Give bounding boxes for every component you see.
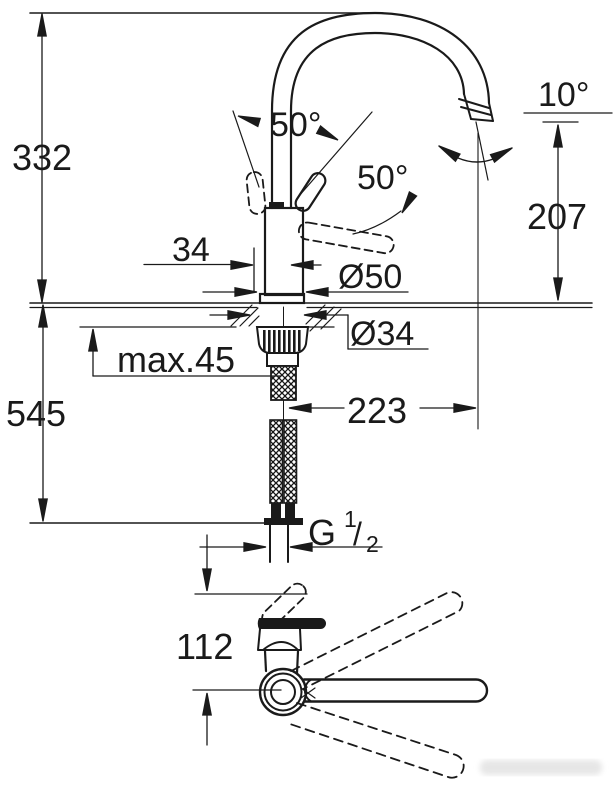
dim-dia34 — [209, 310, 429, 350]
label-332: 332 — [12, 137, 72, 178]
label-50-left: 50° — [270, 106, 321, 144]
flexible-hoses — [264, 419, 303, 563]
watermark — [480, 760, 602, 775]
label-207: 207 — [527, 196, 587, 237]
deck-hatching — [230, 304, 342, 332]
spout-outlet — [458, 93, 494, 122]
label-34: 34 — [172, 231, 210, 269]
dim-545 — [38, 304, 48, 522]
dim-dia50 — [202, 287, 409, 297]
spout-dashed-up — [290, 591, 464, 690]
label-max45: max.45 — [117, 339, 235, 380]
spout-dashed-down — [289, 702, 465, 779]
dim-223 — [288, 403, 477, 413]
label-545: 545 — [6, 393, 66, 434]
dim-angle-10 — [436, 141, 515, 163]
label-50-right: 50° — [357, 159, 408, 197]
base-flange — [258, 292, 306, 305]
body-outer-circle — [258, 667, 308, 717]
lever-raised-dashed — [261, 582, 307, 628]
label-dia34: Ø34 — [350, 315, 414, 353]
front-view — [29, 11, 613, 746]
top-view — [257, 582, 489, 779]
mounting-hardware — [255, 326, 310, 563]
top-view-body — [257, 582, 326, 717]
mounting-nut-ribs — [263, 330, 301, 352]
spout-solid — [302, 678, 489, 703]
spout — [270, 11, 494, 210]
body-inner-circle — [270, 679, 296, 705]
labels: 332 545 max.45 34 Ø50 Ø34 223 207 112 50… — [6, 76, 589, 667]
label-g12: G 1 / 2 — [308, 506, 379, 557]
lever-base-tab — [269, 202, 284, 209]
label-223: 223 — [347, 390, 407, 431]
dim-angle-50-left — [232, 110, 373, 197]
body-mid-circle — [263, 672, 303, 712]
top-view-spout — [289, 591, 489, 779]
deck-countertop — [29, 302, 593, 332]
dim-34 — [143, 247, 322, 292]
label-10deg: 10° — [538, 76, 589, 114]
dim-max45 — [88, 328, 282, 377]
lever-handle-dashed-down — [297, 221, 395, 255]
dim-angle-50-right — [352, 191, 418, 235]
dim-332 — [37, 13, 47, 303]
threaded-shank — [270, 365, 297, 401]
reference-lines — [29, 12, 593, 524]
shank-collar — [266, 352, 299, 367]
lever-top-bar — [257, 618, 326, 629]
spout-tilt-axis — [475, 121, 489, 181]
label-112: 112 — [176, 626, 233, 667]
label-dia50: Ø50 — [338, 258, 402, 296]
dim-112 — [192, 534, 308, 746]
dim-207 — [523, 112, 613, 301]
lever-handle-solid — [294, 172, 327, 212]
